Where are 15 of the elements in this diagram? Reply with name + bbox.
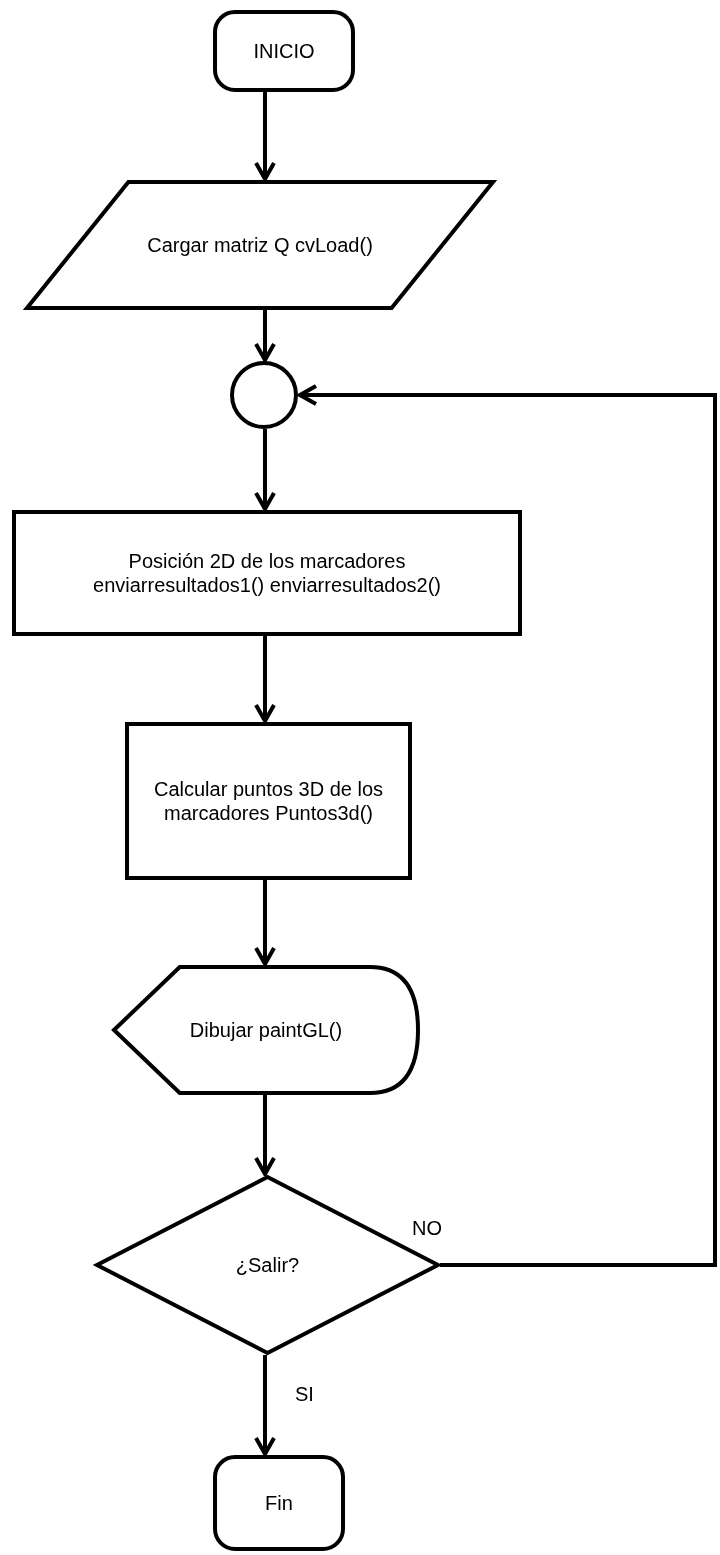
arrow — [254, 310, 276, 362]
arrow — [254, 1355, 276, 1456]
arrow — [254, 1095, 276, 1176]
node-label: Fin — [264, 1491, 294, 1515]
arrow — [254, 92, 276, 181]
node-label: Cargar matriz Q cvLoad() — [146, 233, 374, 257]
node-label: Posición 2D de los marcadores enviarresultados1() enviarresultados2() — [92, 549, 442, 597]
arrow — [298, 384, 717, 1267]
node-label: Dibujar paintGL() — [188, 1018, 344, 1042]
node-label: ¿Salir? — [234, 1253, 301, 1277]
arrow — [254, 429, 276, 511]
arrow — [254, 636, 276, 723]
arrow — [254, 880, 276, 966]
node-label: INICIO — [252, 39, 316, 63]
node-label: Calcular puntos 3D de los marcadores Puntos3d() — [153, 777, 384, 825]
